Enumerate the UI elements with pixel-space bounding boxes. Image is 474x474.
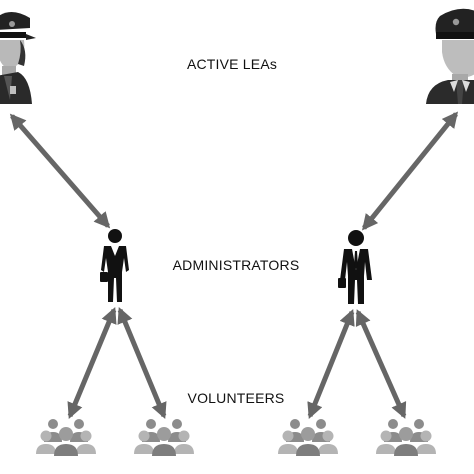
- volunteer-group-icon: [376, 419, 436, 456]
- volunteer-group-icon: [134, 419, 194, 456]
- administrator-female-icon: [100, 229, 129, 302]
- arrow-admin-right-vol-4: [355, 309, 407, 419]
- volunteer-group-icon: [278, 419, 338, 456]
- volunteer-group-icon: [36, 419, 96, 456]
- police-officer-male-icon: [426, 8, 474, 104]
- arrow-lea-left-admin-left: [9, 113, 111, 229]
- label-active-leas: ACTIVE LEAs: [186, 56, 278, 72]
- arrow-lea-right-admin-right: [361, 111, 459, 231]
- arrow-admin-left-vol-2: [117, 307, 167, 419]
- arrow-admin-left-vol-1: [67, 307, 117, 419]
- arrows: [9, 111, 459, 419]
- police-officer-female-icon: [0, 12, 36, 104]
- label-volunteers: VOLUNTEERS: [187, 390, 285, 406]
- arrow-admin-right-vol-3: [307, 309, 355, 419]
- administrator-male-icon: [338, 230, 372, 304]
- label-administrators: ADMINISTRATORS: [172, 257, 300, 273]
